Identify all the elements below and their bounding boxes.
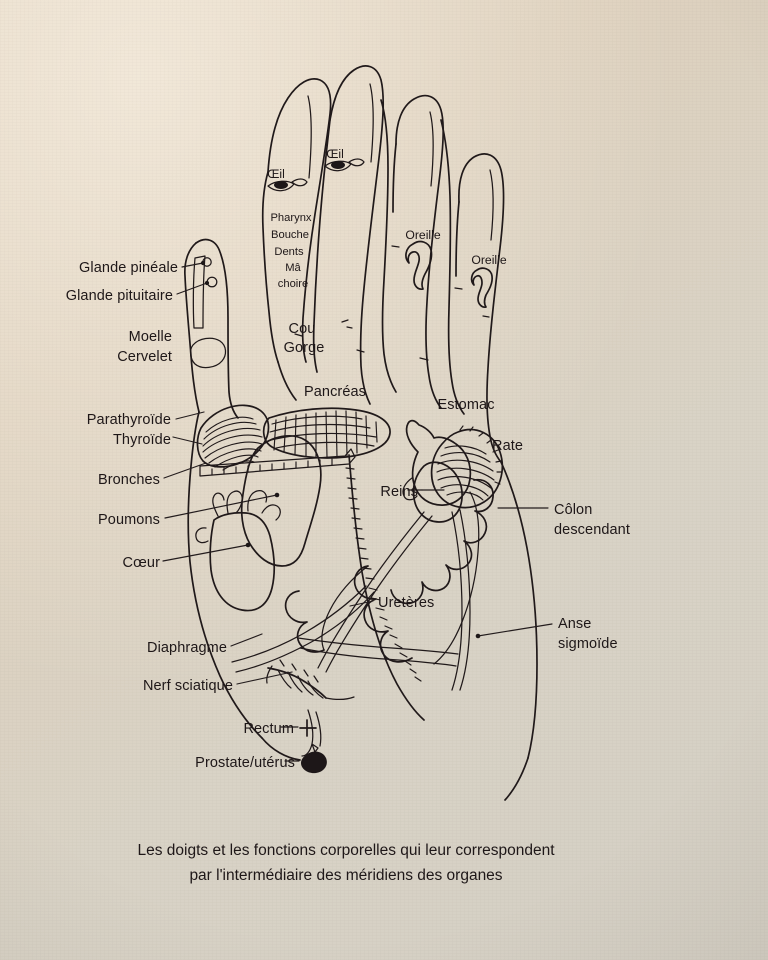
label-poumons: Poumons xyxy=(98,512,160,528)
label-coeur: Cœur xyxy=(123,555,161,571)
heart-shape xyxy=(195,489,281,612)
rectum-shape xyxy=(299,709,322,757)
prostate-uterus-marker xyxy=(301,751,327,774)
label-moelle: Moelle xyxy=(129,329,172,345)
ureters-lines xyxy=(317,509,471,691)
label-nerf-sciatique: Nerf sciatique xyxy=(143,678,233,694)
label-oreille-auriculaire: Oreille xyxy=(471,253,506,267)
label-cou: Cou xyxy=(289,321,316,337)
eye-icon-index xyxy=(267,178,308,192)
label-diaphragme: Diaphragme xyxy=(147,640,227,656)
label-rectum: Rectum xyxy=(243,721,294,737)
label-cervelet: Cervelet xyxy=(117,349,172,365)
label-bouche: Bouche xyxy=(271,229,309,241)
ear-icon-little xyxy=(470,267,494,308)
label-dents: Dents xyxy=(274,246,304,258)
label-machoire-part1: Mâ xyxy=(285,262,301,274)
label-ureteres: Uretères xyxy=(378,595,434,611)
sciatic-nerve-shape xyxy=(266,659,355,700)
caption-line-1: Les doigts et les fonctions corporelles … xyxy=(137,842,555,859)
label-oeil-majeur: Œil xyxy=(326,147,344,161)
leader-lines xyxy=(162,262,553,762)
label-anse-sigmoide-line1: Anse xyxy=(558,616,591,632)
finger-creases xyxy=(294,83,494,361)
label-pharynx: Pharynx xyxy=(270,212,311,224)
label-parathyroide: Parathyroïde xyxy=(87,412,171,428)
ear-icon-ring xyxy=(405,240,433,290)
label-pancreas: Pancréas xyxy=(304,384,366,400)
label-thyroide: Thyroïde xyxy=(113,432,171,448)
label-glande-pineale: Glande pinéale xyxy=(79,260,178,276)
label-colon-descendant-line2: descendant xyxy=(554,522,630,538)
label-rate: Rate xyxy=(492,438,523,454)
label-anse-sigmoide-line2: sigmoïde xyxy=(558,636,618,652)
diaphragm-band xyxy=(231,585,375,673)
cervelet-shape xyxy=(189,337,227,369)
eye-icon-middle xyxy=(324,158,365,172)
leader-dots xyxy=(200,260,481,639)
kidney-shape xyxy=(407,461,463,523)
thyroid-gland-shape xyxy=(196,404,270,471)
label-machoire-part2: choire xyxy=(278,278,308,290)
label-prostate-uterus: Prostate/utérus xyxy=(195,755,295,771)
colon-intestine-shape xyxy=(284,478,494,667)
label-oeil-index: Œil xyxy=(267,167,285,181)
palm-tick-marks xyxy=(341,319,353,329)
label-bronches: Bronches xyxy=(98,472,160,488)
spleen-shape xyxy=(430,425,504,509)
label-oreille-annulaire: Oreille xyxy=(405,228,440,242)
lung-shape xyxy=(240,435,322,567)
stomach-shape xyxy=(402,419,472,506)
pancreas-shape xyxy=(262,407,391,459)
label-gorge: Gorge xyxy=(284,340,325,356)
label-estomac: Estomac xyxy=(437,397,494,413)
label-reins: Reins xyxy=(380,484,418,500)
label-colon-descendant-line1: Côlon xyxy=(554,502,592,518)
caption-line-2: par l'intermédiaire des méridiens des or… xyxy=(189,867,502,884)
label-glande-pituitaire: Glande pituitaire xyxy=(66,288,173,304)
moelle-strip xyxy=(192,255,206,329)
